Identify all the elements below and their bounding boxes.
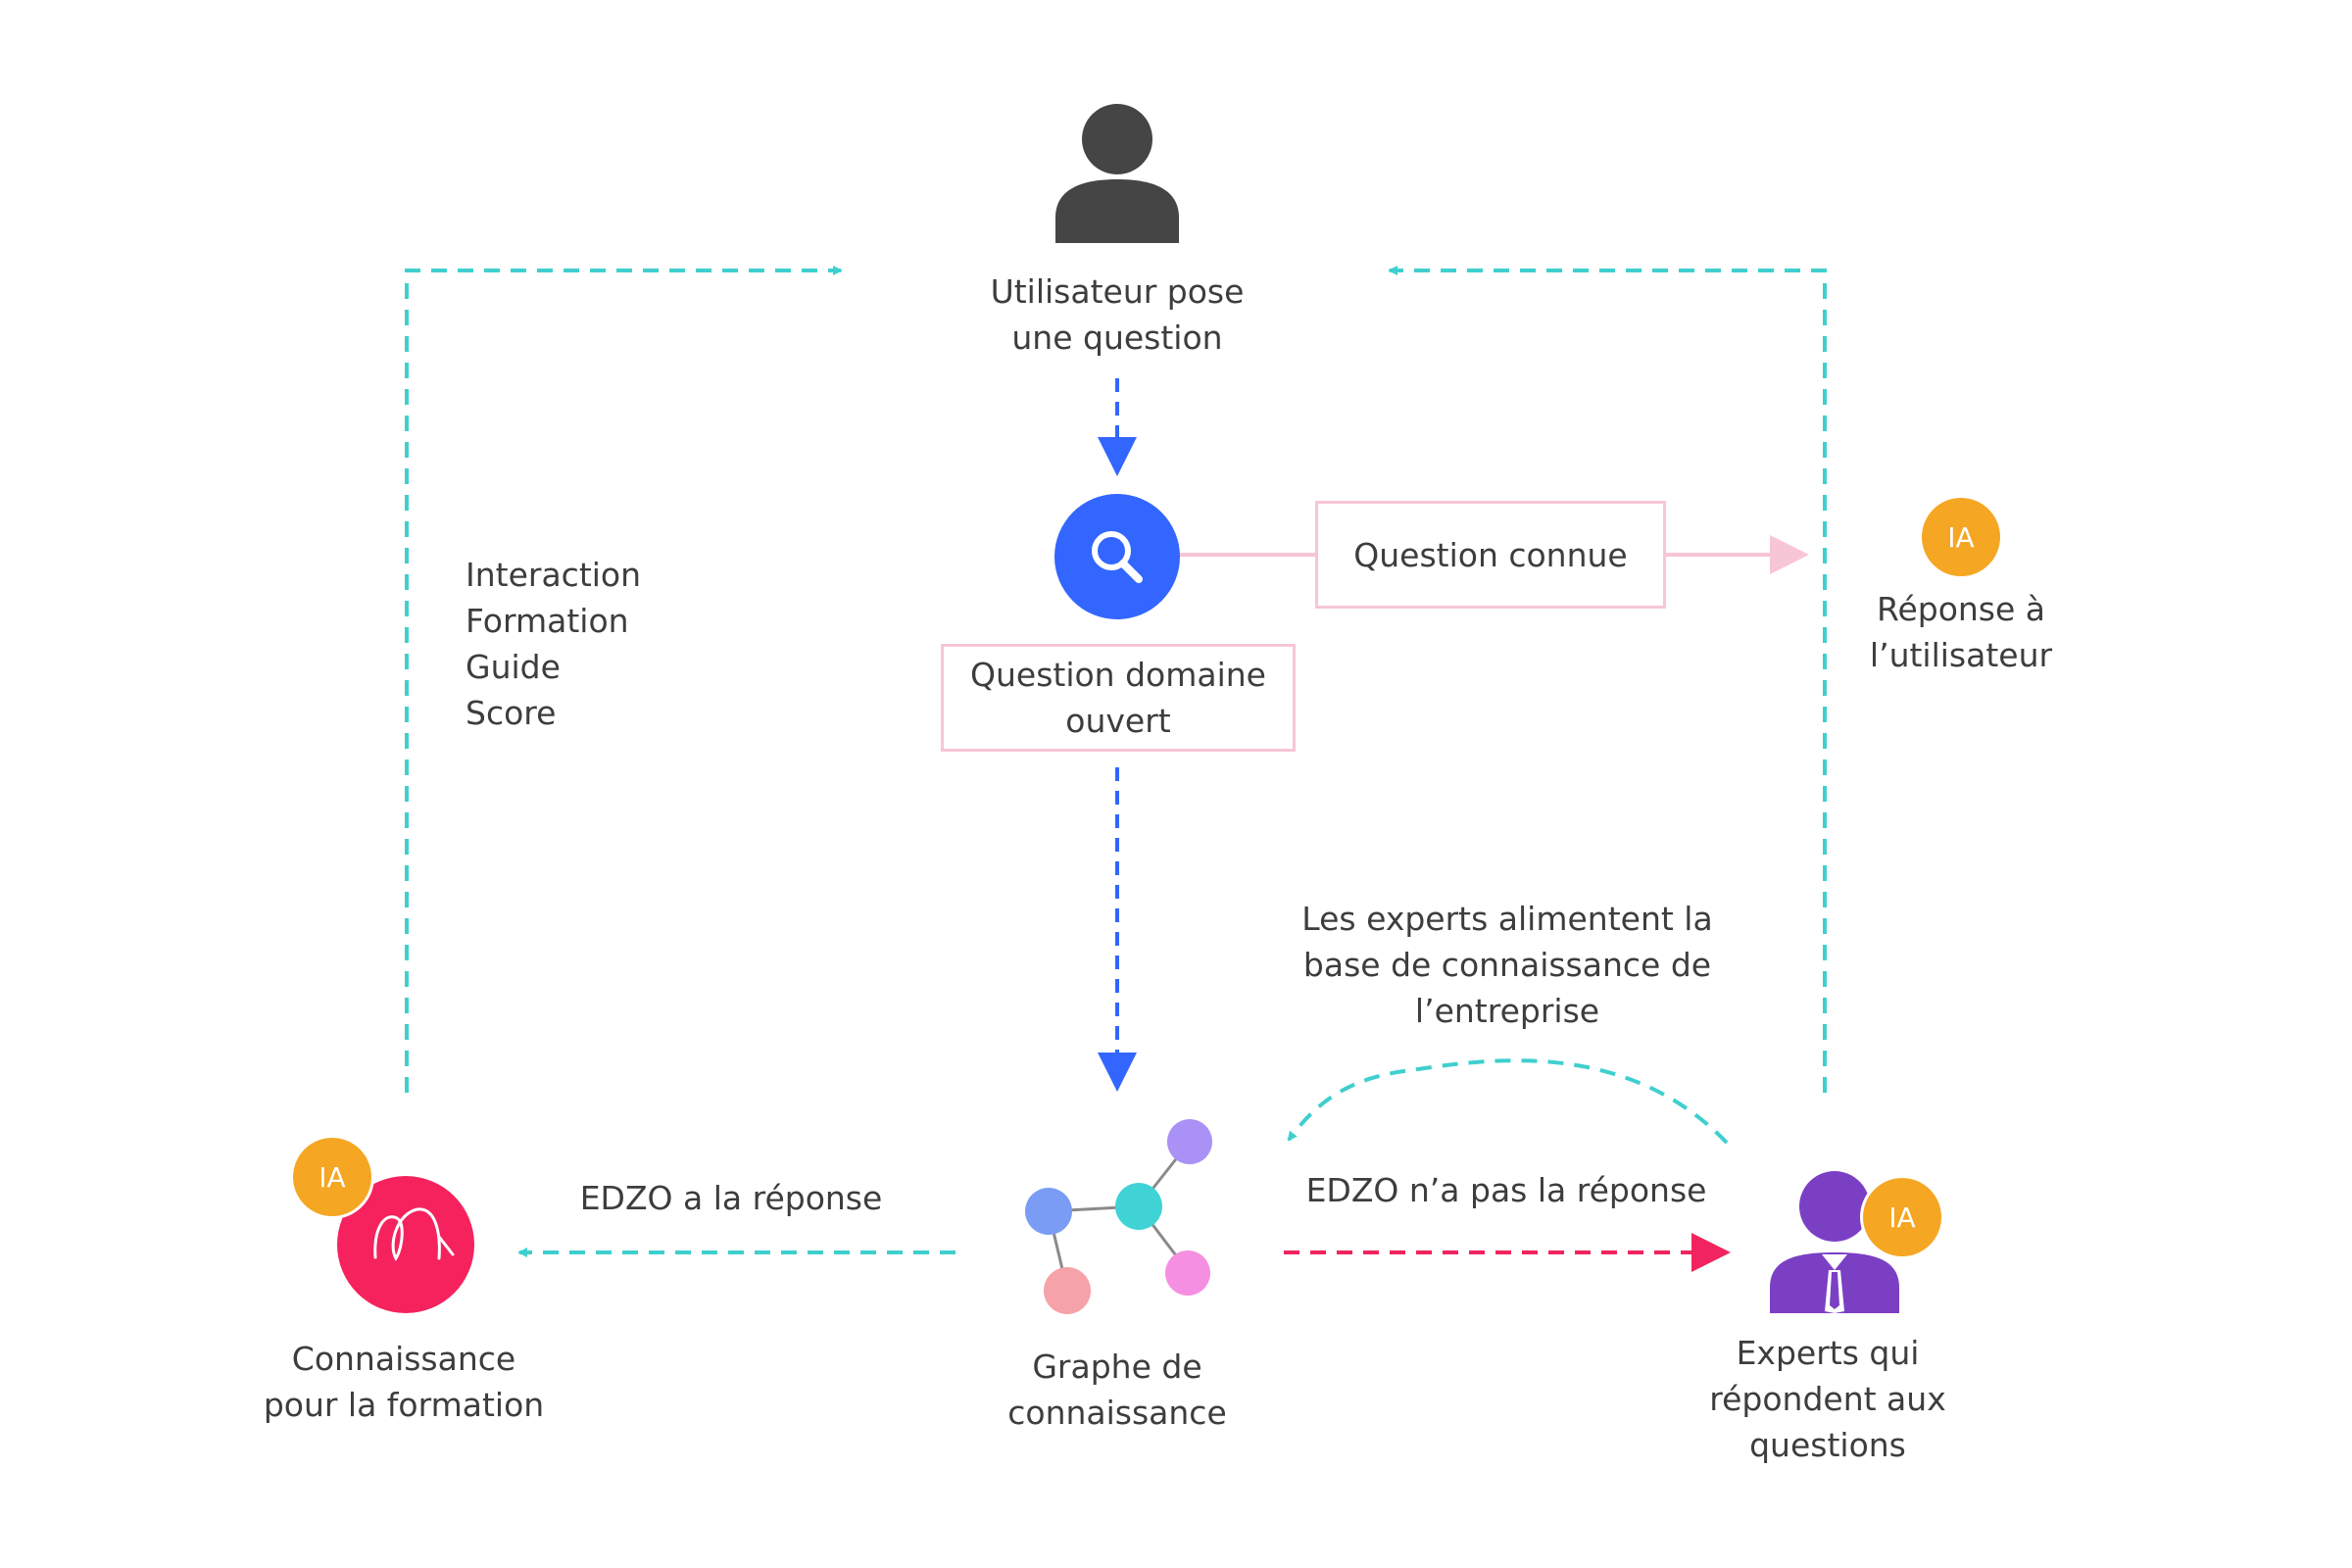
ia-badge: IA: [293, 1138, 371, 1216]
edge-experts-to-user: [1388, 266, 1827, 1093]
expert-icon: [1770, 1171, 1899, 1313]
training-knowledge-label: Connaissance pour la formation: [263, 1340, 545, 1424]
brain-icon: [337, 1176, 474, 1313]
edge-training-to-user: [405, 266, 843, 1093]
answer-label: Réponse à l’utilisateur: [1869, 590, 2053, 674]
knowledge-graph-label: Graphe de connaissance: [1007, 1348, 1227, 1432]
has-answer-label: EDZO a la réponse: [579, 1179, 883, 1217]
known-question-box: Question connue: [1315, 501, 1666, 609]
open-question-box: Question domaine ouvert: [941, 644, 1296, 752]
training-list: Interaction Formation Guide Score: [466, 556, 642, 732]
no-answer-label: EDZO n’a pas la réponse: [1305, 1171, 1707, 1209]
search-icon: [1054, 494, 1180, 619]
knowledge-graph-icon: [1025, 1119, 1212, 1314]
experts-label: Experts qui répondent aux questions: [1709, 1334, 1946, 1464]
user-label: Utilisateur pose une question: [990, 272, 1245, 357]
experts-feed-label: Les experts alimentent la base de connai…: [1301, 900, 1713, 1030]
user-icon: [1055, 104, 1179, 243]
edge-experts-to-graph: [1287, 1058, 1729, 1145]
ia-badge: IA: [1863, 1178, 1941, 1256]
ia-badge: IA: [1922, 498, 2000, 576]
